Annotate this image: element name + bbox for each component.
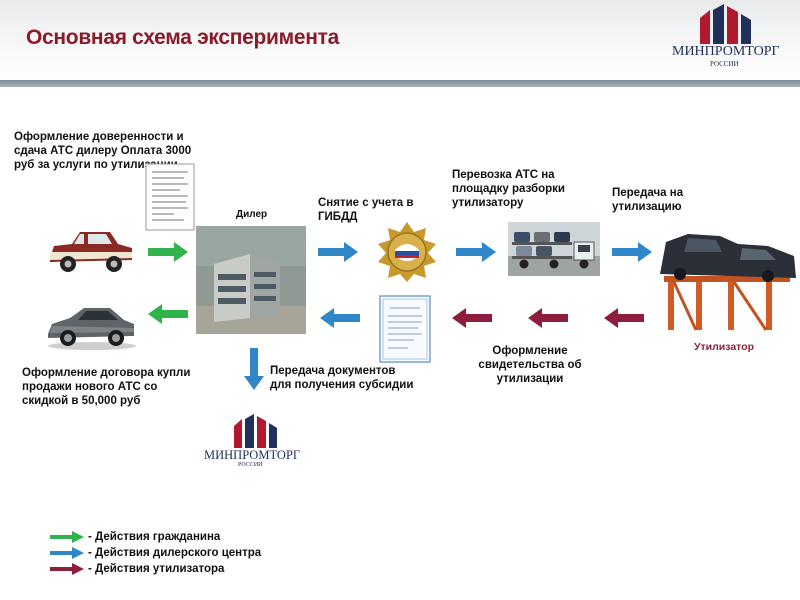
label-proxy-handover: Оформление доверенности и сдача АТС диле… — [14, 131, 192, 171]
arrow-recycler-to-certificate — [452, 308, 492, 333]
arrow-dealer-to-ministry — [244, 348, 264, 395]
arrow-recycler-back-2 — [528, 308, 568, 333]
gibdd-emblem-icon — [374, 220, 440, 289]
arrow-citizen-to-dealer — [148, 242, 188, 267]
label-recycler: Утилизатор — [694, 341, 755, 353]
header-band — [0, 0, 800, 84]
legend-label-dealer: - Действия дилерского центра — [88, 547, 262, 559]
arrow-transport-to-recycler — [612, 242, 652, 267]
minpromtorg-logo-bottom: МИНПРОМТОРГ РОССИИ — [204, 414, 314, 470]
label-certificate: Оформление свидетельства об утилизации — [478, 345, 582, 385]
dealer-building-icon — [196, 226, 306, 339]
legend-label-citizen: - Действия гражданина — [88, 531, 221, 543]
logo-name-bottom: МИНПРОМТОРГ — [204, 448, 301, 462]
arrow-dealer-to-gibdd — [318, 242, 358, 267]
label-deregister: Снятие с учета в ГИБДД — [318, 197, 414, 223]
logo-subtitle: РОССИИ — [710, 60, 739, 68]
recycler-scrap-icon — [658, 226, 798, 337]
label-purchase: Оформление договора купли продажи нового… — [22, 367, 191, 407]
logo-subtitle-bottom: РОССИИ — [238, 462, 263, 468]
proxy-document-icon — [144, 162, 196, 237]
arrow-recycler-back-1 — [604, 308, 644, 333]
legend-arrow-red — [50, 563, 84, 575]
logo-name: МИНПРОМТОРГ — [672, 44, 780, 59]
arrow-certificate-to-dealer — [320, 308, 360, 333]
arrow-dealer-to-citizen — [148, 304, 188, 329]
label-documents: Передача документов для получения субсид… — [270, 365, 414, 391]
minpromtorg-emblem-icon-small — [234, 414, 277, 448]
recycling-certificate-icon — [378, 294, 432, 369]
header-divider — [0, 80, 800, 87]
label-handover: Передача на утилизацию — [612, 187, 684, 213]
car-carrier-truck-icon — [508, 222, 600, 281]
minpromtorg-emblem-icon — [700, 4, 751, 44]
new-car-icon — [44, 296, 138, 357]
old-car-icon — [44, 222, 136, 281]
label-dealer: Дилер — [236, 209, 268, 220]
page-title: Основная схема эксперимента — [26, 26, 339, 49]
arrow-gibdd-to-transport — [456, 242, 496, 267]
legend-arrow-green — [50, 531, 84, 543]
minpromtorg-logo-top: МИНПРОМТОРГ РОССИИ — [672, 4, 782, 68]
legend-label-recycler: - Действия утилизатора — [88, 563, 225, 575]
legend-arrow-blue — [50, 547, 84, 559]
label-transport: Перевозка АТС на площадку разборки утили… — [452, 169, 565, 209]
